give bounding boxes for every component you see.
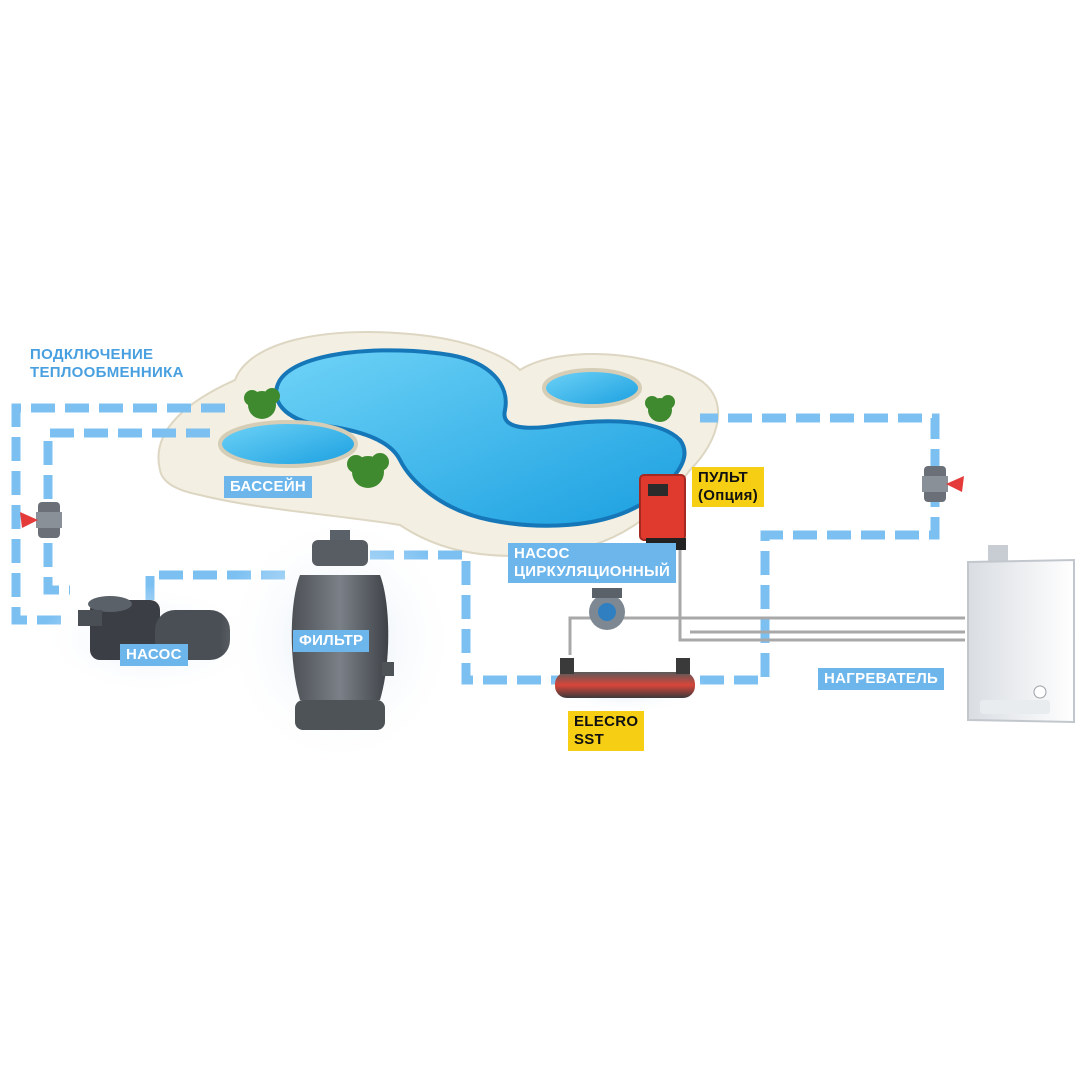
heater-label: НАГРЕВАТЕЛЬ	[818, 668, 945, 690]
circulation-pump-line-1: НАСОС	[514, 545, 570, 562]
circulation-pump-icon	[589, 588, 625, 630]
pump-label: НАСОС	[120, 644, 188, 666]
control-panel-line-2: (Опция)	[698, 487, 759, 504]
elecro-line-1: ELECRO	[574, 713, 639, 730]
valve-left-icon	[20, 502, 62, 538]
pipe-elecro-return	[700, 413, 940, 685]
elecro-label: ELECRO SST	[568, 711, 645, 751]
wire-control	[678, 540, 965, 642]
heat-exchanger-connection-label: ПОДКЛЮЧЕНИЕ ТЕПЛООБМЕННИКА	[30, 346, 184, 382]
pool-water	[274, 348, 687, 528]
wires	[568, 540, 965, 655]
circulation-pump-label: НАСОС ЦИРКУЛЯЦИОННЫЙ	[508, 543, 677, 583]
heat-exchanger-line-2: ТЕПЛООБМЕННИКА	[30, 364, 184, 381]
elecro-line-2: SST	[574, 731, 605, 748]
control-panel-icon	[639, 474, 686, 550]
pool-label: БАССЕЙН	[224, 476, 313, 498]
filter-label: ФИЛЬТР	[293, 630, 370, 652]
pool-spa-right	[542, 368, 642, 408]
heat-exchanger-line-1: ПОДКЛЮЧЕНИЕ	[30, 346, 154, 363]
elecro-heater-icon	[540, 658, 710, 714]
pipe-heat-exchanger-outer	[11, 403, 225, 625]
circulation-pump-line-2: ЦИРКУЛЯЦИОННЫЙ	[514, 563, 671, 580]
heater-boiler-icon	[967, 545, 1075, 724]
wire-elecro	[568, 616, 595, 655]
pool	[157, 331, 719, 557]
control-panel-line-1: ПУЛЬТ	[698, 469, 748, 486]
plant-icon	[244, 388, 675, 488]
pump-icon	[40, 585, 260, 695]
pool-spa-left	[218, 420, 358, 468]
control-panel-label: ПУЛЬТ (Опция)	[692, 467, 765, 507]
valve-right-icon	[922, 466, 964, 502]
